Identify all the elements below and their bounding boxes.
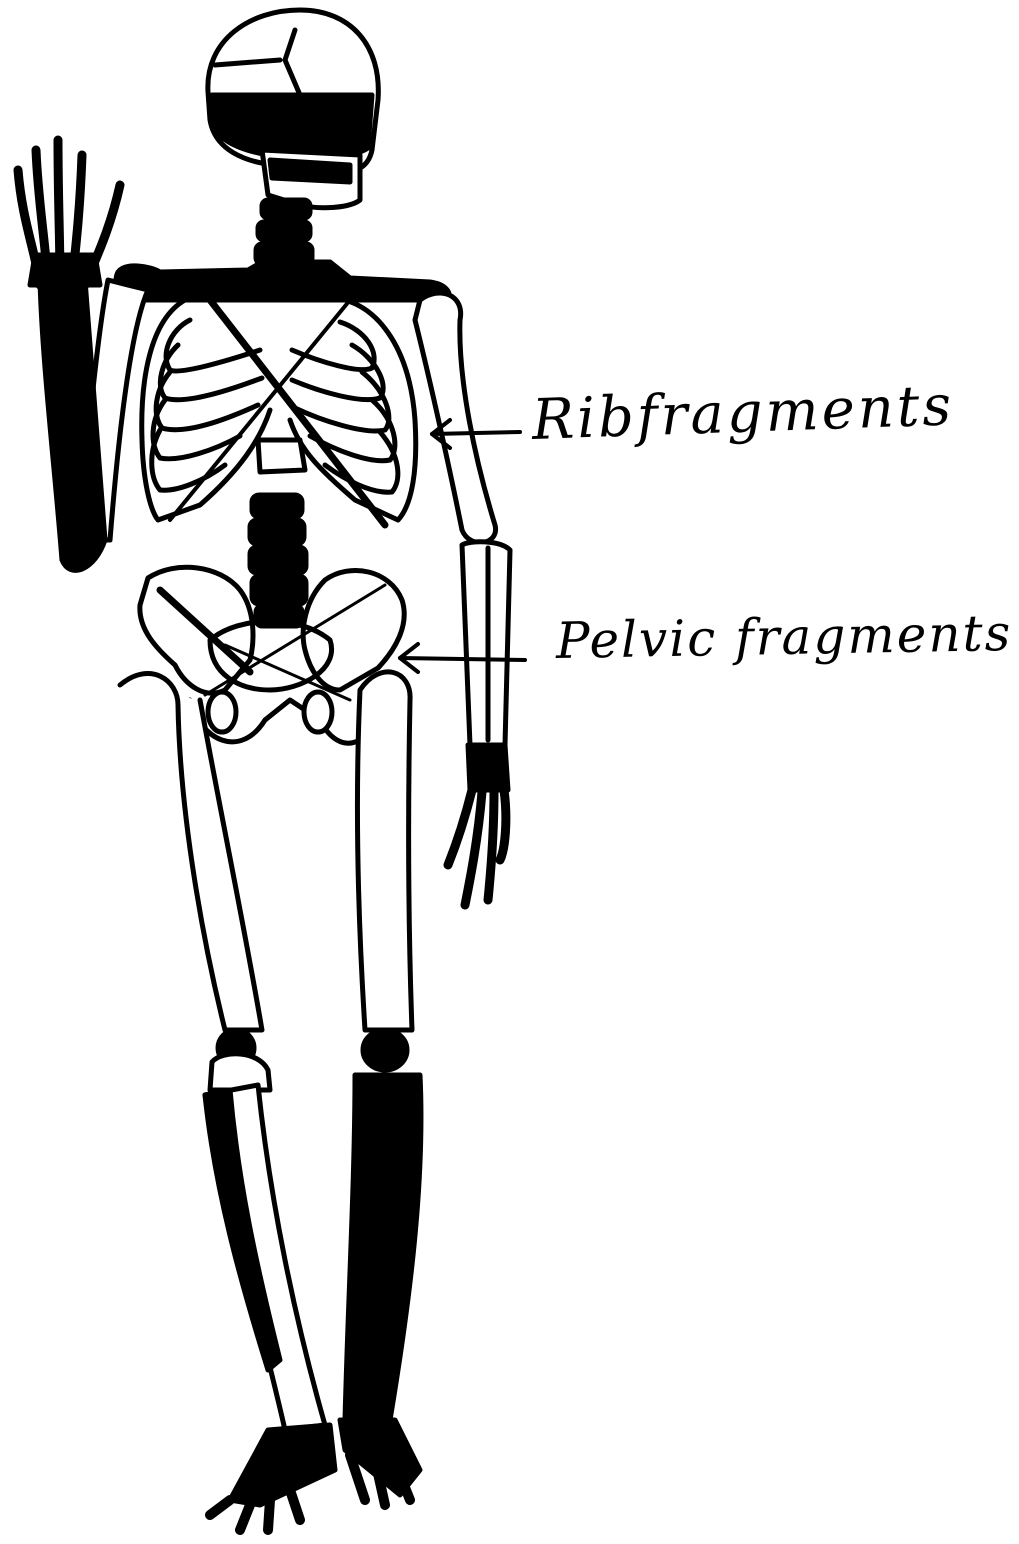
left-foot bbox=[210, 1425, 335, 1530]
right-leg bbox=[340, 672, 421, 1505]
label-pelvic-fragments: Pelvic fragments bbox=[555, 604, 1012, 670]
shoulder-girdle bbox=[116, 262, 449, 300]
right-foot bbox=[340, 1420, 420, 1505]
left-hand bbox=[18, 140, 120, 285]
left-leg bbox=[120, 674, 335, 1530]
right-arm bbox=[415, 293, 510, 905]
right-hand bbox=[448, 745, 508, 905]
skull bbox=[208, 10, 378, 208]
lumbar-spine bbox=[250, 495, 306, 626]
left-arm bbox=[18, 140, 148, 570]
rib-cage bbox=[142, 300, 416, 525]
right-patella bbox=[363, 1030, 407, 1070]
